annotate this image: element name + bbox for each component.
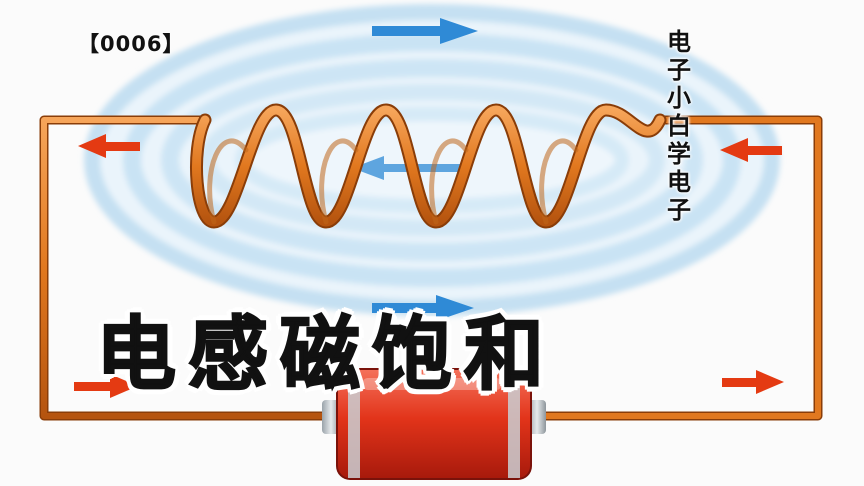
field-arrow-icon — [372, 295, 474, 321]
current-arrow-icon — [722, 370, 784, 394]
channel-name: 电子小白学电子 — [667, 28, 691, 224]
page-title: 电感磁饱和 — [95, 307, 556, 402]
current-arrow-icon — [78, 134, 140, 158]
field-arrow-icon — [352, 156, 464, 180]
current-arrows — [74, 134, 784, 398]
current-arrow-icon — [720, 138, 782, 162]
battery-icon — [322, 368, 546, 480]
circuit-wire — [39, 115, 823, 421]
episode-tag: 【0006】 — [78, 32, 185, 56]
current-arrow-icon — [74, 374, 138, 398]
coil-icon — [190, 103, 667, 229]
field-arrow-icon — [372, 18, 478, 44]
field-arrows — [352, 18, 478, 321]
